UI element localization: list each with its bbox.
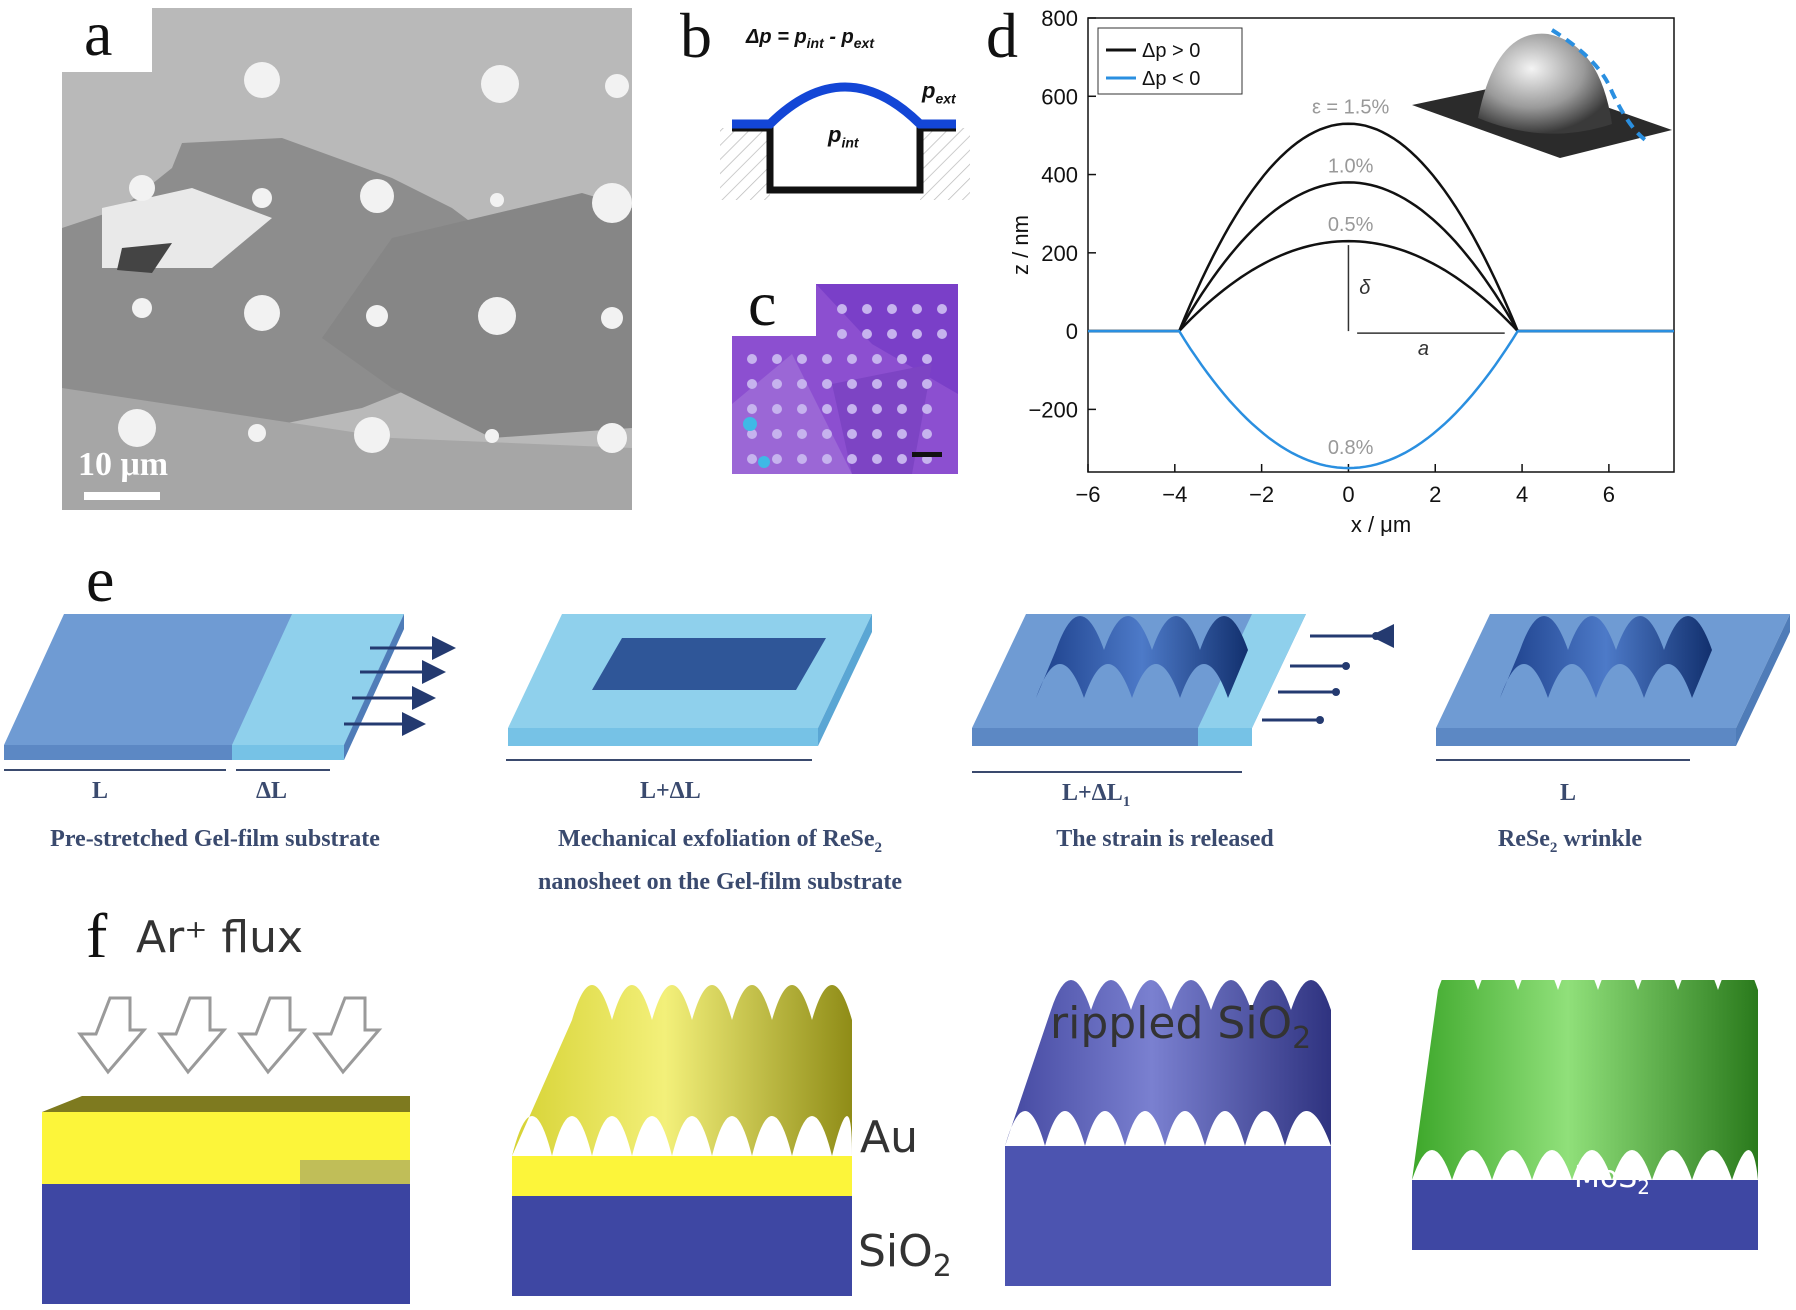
panel-label-f: f [86, 900, 108, 971]
wrinkle [1500, 616, 1712, 698]
panel-a: 10 μm [62, 8, 632, 510]
y-tick-label: 400 [1041, 163, 1078, 188]
x-tick-label: 4 [1516, 482, 1528, 507]
x-tick-label: 0 [1342, 482, 1354, 507]
step-4-substrate [1436, 614, 1790, 761]
scale-bar [912, 452, 942, 457]
strain-label: ε = 1.5% [1312, 97, 1390, 119]
block-1 [42, 1096, 410, 1304]
au-label: Au [860, 1112, 918, 1163]
caption-step-4: ReSe2 wrinkle [1497, 826, 1643, 856]
legend-box [1097, 27, 1243, 95]
x-tick-label: −4 [1162, 482, 1187, 507]
x-tick-label: 6 [1603, 482, 1615, 507]
y-axis-label: z / nm [1008, 215, 1033, 275]
p-int-label: pint [828, 122, 859, 151]
block-4 [1412, 980, 1758, 1250]
panel-label-d: d [986, 0, 1018, 71]
sem-image [62, 8, 632, 510]
caption-step-2: Mechanical exfoliation of ReSe2 nanoshee… [538, 826, 902, 895]
series-line [1088, 181, 1675, 333]
series-line [1088, 239, 1675, 333]
panel-f-drawings [42, 980, 1758, 1304]
sio2-label: SiO2 [858, 1226, 952, 1284]
legend-entry: Δp < 0 [1142, 68, 1200, 90]
step-2-substrate [506, 614, 872, 761]
dim-L: L [92, 778, 109, 804]
panel-label-e: e [86, 544, 115, 615]
mos2-label: MoS2 [1574, 1160, 1651, 1199]
blister-diagram [720, 82, 970, 200]
caption-step-1: Pre-stretched Gel-film substrate [50, 826, 380, 852]
step-3-substrate [972, 614, 1394, 773]
plot-frame [1087, 17, 1675, 473]
y-tick-label: 800 [1041, 6, 1078, 31]
strain-label: 0.8% [1328, 437, 1374, 459]
dim-L-final: L [1560, 780, 1577, 806]
wrinkle [1036, 616, 1248, 698]
strain-label: 0.5% [1328, 214, 1374, 236]
scale-bar [84, 492, 160, 500]
x-tick-label: −6 [1075, 482, 1100, 507]
dim-delta-L: ΔL [256, 778, 288, 804]
p-ext-label: pext [922, 78, 956, 107]
panel-e-drawings [4, 614, 1790, 773]
membrane [732, 82, 956, 129]
y-tick-label: 0 [1066, 319, 1078, 344]
step-1-substrate [4, 614, 456, 771]
y-tick-label: −200 [1028, 397, 1078, 422]
afm-inset [1412, 28, 1672, 158]
legend-entry: Δp > 0 [1142, 40, 1200, 62]
legend: Δp > 0 Δp < 0 [1097, 27, 1243, 95]
block-3 [1005, 980, 1331, 1286]
optical-image [732, 284, 958, 474]
caption-step-3: The strain is released [1056, 826, 1274, 852]
panel-label-c: c [748, 268, 777, 339]
radius-label: a [1418, 338, 1429, 360]
block-2 [512, 985, 852, 1296]
y-tick-label: 200 [1041, 241, 1078, 266]
panel-label-b: b [680, 0, 712, 71]
scale-bar-label: 10 μm [78, 446, 169, 483]
y-tick-label: 600 [1041, 84, 1078, 109]
rippled-sio2-label: rippled SiO2 [1050, 998, 1312, 1056]
ar-flux-label: Ar⁺ flux [136, 912, 304, 963]
dim-L-plus-delta-L: L+ΔL [640, 778, 701, 804]
series-line [1088, 122, 1675, 333]
holes [118, 62, 632, 453]
x-tick-label: −2 [1249, 482, 1274, 507]
x-tick-label: 2 [1429, 482, 1441, 507]
delta-label: δ [1359, 277, 1371, 299]
pressure-formula: Δp = pint - pext [746, 26, 874, 51]
rese2-nanosheet [592, 638, 826, 690]
x-axis-label: x / μm [1351, 512, 1411, 537]
series-line [1088, 329, 1675, 470]
panel-label-a: a [84, 0, 113, 69]
dim-L-plus-delta-L1: L+ΔL1 [1062, 780, 1131, 810]
ion-arrows [77, 996, 383, 1075]
strain-label: 1.0% [1328, 155, 1374, 177]
